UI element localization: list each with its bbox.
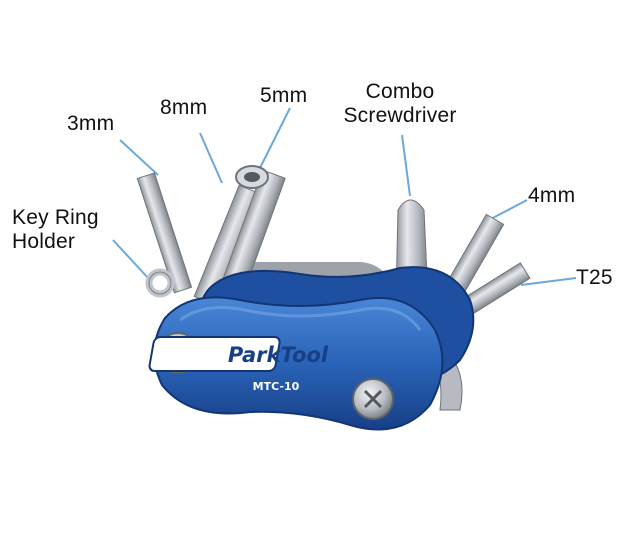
model-text: MTC-10 — [253, 380, 300, 393]
pivot-bolt-right — [352, 378, 394, 420]
leader-8mm — [199, 132, 223, 184]
label-combo-line1: Combo — [365, 80, 435, 103]
leader-5mm — [257, 107, 291, 173]
leader-t25 — [520, 277, 577, 286]
label-combo-line2: Screwdriver — [343, 104, 457, 127]
label-key-ring-line1: Key Ring — [12, 206, 99, 229]
label-combo-screwdriver: Combo Screwdriver — [320, 80, 480, 128]
label-3mm: 3mm — [67, 112, 115, 135]
label-key-ring-line2: Holder — [12, 230, 76, 253]
parktool-logo: ParkTool MTC-10 — [148, 336, 329, 393]
leader-3mm — [119, 139, 159, 176]
leader-4mm — [486, 199, 528, 222]
leader-combo — [401, 134, 411, 197]
label-t25: T25 — [576, 266, 613, 289]
leader-lines — [112, 107, 577, 286]
label-key-ring-holder: Key Ring Holder — [12, 206, 99, 254]
label-5mm: 5mm — [260, 84, 308, 107]
label-4mm: 4mm — [528, 184, 576, 207]
hex-key-3mm — [136, 172, 193, 294]
label-8mm: 8mm — [160, 96, 208, 119]
leader-keyring — [112, 239, 149, 279]
brand-text: ParkTool — [228, 343, 329, 367]
